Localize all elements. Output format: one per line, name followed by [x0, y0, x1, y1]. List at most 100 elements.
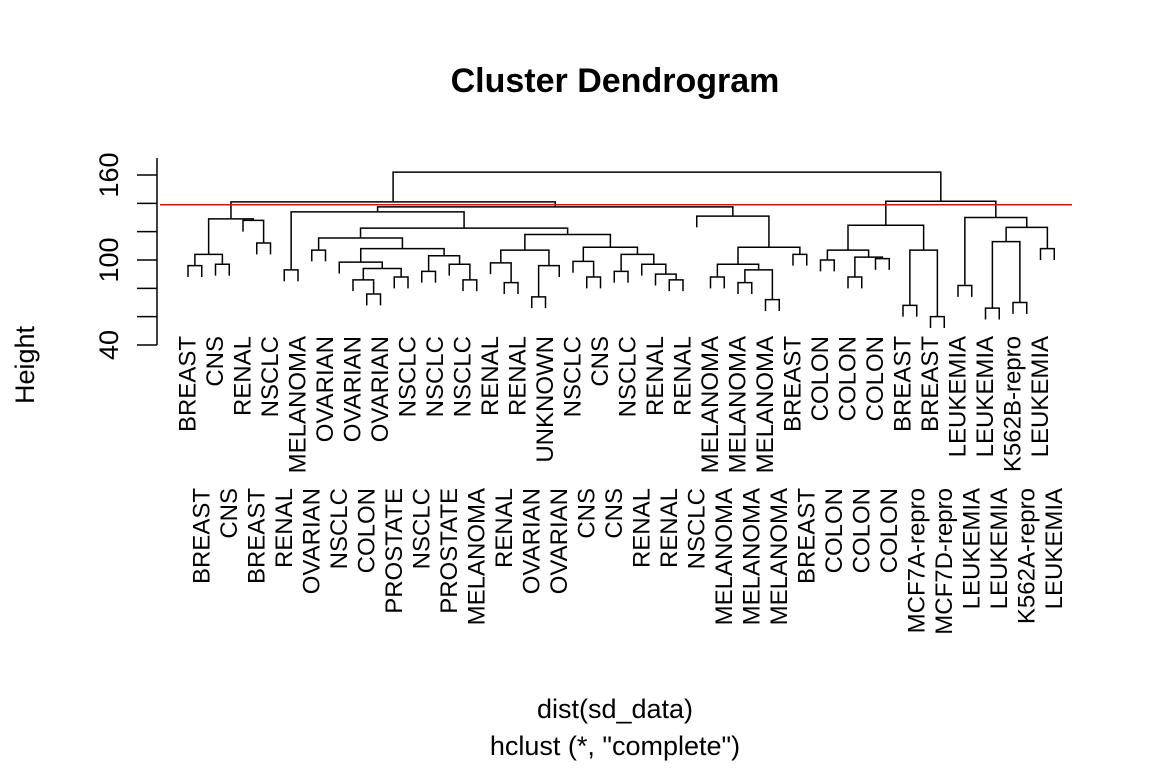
- y-tick-label: 40: [94, 330, 124, 360]
- dendrogram-merge: [448, 263, 471, 280]
- dendrogram-merge: [586, 276, 602, 289]
- dendrogram-merge: [256, 242, 272, 255]
- leaf-label: BREAST: [243, 488, 270, 584]
- leaf-label: COLON: [876, 488, 903, 573]
- leaf-label: LEUKEMIA: [986, 488, 1013, 609]
- leaf-label: MELANOMA: [766, 488, 793, 625]
- dendrogram-merge: [572, 260, 595, 277]
- dendrogram-merge: [537, 264, 560, 297]
- leaf-label: NSCLC: [615, 336, 642, 417]
- dendrogram-merge: [874, 257, 890, 270]
- leaf-labels: BREASTBREASTCNSCNSRENALBREASTNSCLCRENALM…: [175, 336, 1068, 635]
- dendrogram-merge: [764, 298, 780, 311]
- dendrogram-merge: [902, 304, 918, 317]
- dendrogram-merge: [290, 211, 465, 270]
- dendrogram-merge: [531, 296, 547, 309]
- dendrogram-merge: [819, 259, 835, 272]
- dendrogram-merge: [957, 284, 973, 297]
- leaf-label: BREAST: [917, 336, 944, 432]
- leaf-label: MCF7A-repro: [903, 488, 930, 633]
- leaf-label: RENAL: [656, 488, 683, 568]
- dendrogram-merge: [826, 249, 870, 260]
- dendrogram-merge: [393, 276, 409, 289]
- dendrogram-merge: [613, 270, 629, 283]
- dendrogram-merge: [709, 276, 725, 289]
- leaf-label: BREAST: [793, 488, 820, 584]
- chart-title: Cluster Dendrogram: [451, 62, 780, 100]
- dendrogram-merge: [427, 254, 461, 272]
- dendrogram-merge: [214, 263, 230, 276]
- leaf-label: BREAST: [188, 488, 215, 584]
- leaf-label: MELANOMA: [711, 488, 738, 625]
- leaf-label: RENAL: [491, 488, 518, 568]
- leaf-label: MELANOMA: [725, 336, 752, 473]
- x-axis-sublabel: hclust (*, "complete"): [490, 731, 740, 761]
- leaf-label: RENAL: [505, 336, 532, 416]
- leaf-label: LEUKEMIA: [1027, 336, 1054, 457]
- leaf-label: K562A-repro: [1013, 488, 1040, 624]
- leaf-label: NSCLC: [395, 336, 422, 417]
- leaf-label: MELANOMA: [285, 336, 312, 473]
- dendrogram-merge: [854, 256, 884, 277]
- dendrogram-merge: [847, 276, 863, 289]
- y-tick-label: 100: [94, 237, 124, 282]
- leaf-label: NSCLC: [326, 488, 353, 569]
- leaf-label: COLON: [862, 336, 889, 421]
- leaf-label: OVARIAN: [340, 336, 367, 442]
- dendrogram-merge: [207, 218, 255, 255]
- leaf-label: OVARIAN: [312, 336, 339, 442]
- leaf-label: NSCLC: [257, 336, 284, 417]
- dendrogram-merge: [792, 253, 808, 266]
- leaf-label: LEUKEMIA: [972, 336, 999, 457]
- dendrogram-merge: [582, 246, 639, 262]
- leaf-label: CNS: [601, 488, 628, 539]
- y-tick-label: 160: [94, 152, 124, 197]
- dendrogram-merge: [352, 279, 375, 294]
- leaf-label: K562B-repro: [1000, 336, 1027, 472]
- leaf-label: UNKNOWN: [532, 336, 559, 463]
- leaf-label: NSCLC: [560, 336, 587, 417]
- leaf-label: CNS: [587, 336, 614, 387]
- dendrogram-merge: [362, 267, 402, 280]
- leaf-label: CNS: [202, 336, 229, 387]
- dendrogram-merge: [744, 269, 774, 300]
- dendrogram-merge: [737, 246, 801, 265]
- dendrogram-merge: [668, 279, 684, 292]
- dendrogram-merge: [366, 293, 382, 306]
- leaf-label: PROSTATE: [436, 488, 463, 614]
- dendrogram-merge: [283, 269, 299, 282]
- leaf-label: RENAL: [230, 336, 257, 416]
- dendrogram-merge: [991, 240, 1021, 309]
- x-axis-label: dist(sd_data): [537, 694, 693, 724]
- leaf-label: PROSTATE: [381, 488, 408, 614]
- dendrogram-merge: [909, 249, 939, 317]
- dendrogram-merge: [1039, 247, 1055, 260]
- leaf-label: COLON: [821, 488, 848, 573]
- leaf-label: OVARIAN: [367, 336, 394, 442]
- dendrogram-merge: [929, 315, 945, 328]
- dendrogram-merge: [737, 281, 753, 294]
- leaf-label: NSCLC: [408, 488, 435, 569]
- dendrogram-merge: [421, 270, 437, 283]
- dendrogram-merge: [187, 264, 203, 277]
- dendrogram-merge: [462, 279, 478, 292]
- leaf-label: LEUKEMIA: [945, 336, 972, 457]
- y-axis-label: Height: [10, 325, 40, 404]
- leaf-label: COLON: [807, 336, 834, 421]
- dendrogram-merge: [359, 227, 569, 239]
- dendrogram-merge: [984, 307, 1000, 320]
- leaf-label: NSCLC: [450, 336, 477, 417]
- leaf-label: RENAL: [670, 336, 697, 416]
- leaf-label: MELANOMA: [697, 336, 724, 473]
- leaf-label: RENAL: [642, 336, 669, 416]
- leaf-label: NSCLC: [683, 488, 710, 569]
- leaf-label: OVARIAN: [518, 488, 545, 594]
- leaf-label: OVARIAN: [298, 488, 325, 594]
- leaf-label: RENAL: [628, 488, 655, 568]
- leaf-label: BREAST: [890, 336, 917, 432]
- dendrogram-merge: [1005, 226, 1049, 249]
- leaf-label: COLON: [353, 488, 380, 573]
- leaf-label: RENAL: [477, 336, 504, 416]
- dendrogram-merge: [696, 215, 770, 248]
